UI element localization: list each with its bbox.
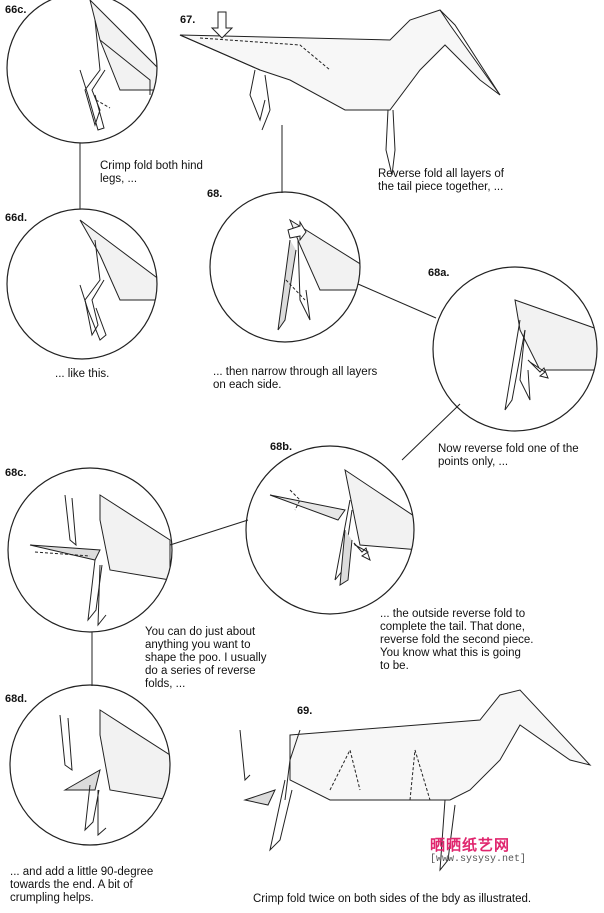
watermark-chinese: 晒晒纸艺网 [430,837,511,854]
step-67-figure [179,9,501,176]
caption-66c: Crimp fold both hind legs, ... [100,160,203,185]
caption-68c: You can do just about anything you want … [145,626,267,690]
arrow-67 [210,11,234,39]
step-66c-figure [79,0,157,131]
step-label-68b: 68b. [270,441,293,453]
step-69-figure [239,689,592,872]
watermark-url: [www.sysysy.net] [430,854,527,865]
caption-68b: ... the outside reverse fold to complete… [380,608,534,672]
caption-68: ... then narrow through all layers on ea… [213,366,378,391]
step-68b-figure [269,468,414,586]
step-label-68c: 68c. [5,467,27,479]
caption-67: Reverse fold all layers of the tail piec… [378,168,504,193]
connector-lines [79,125,461,686]
step-66d-figure [79,219,157,341]
caption-68d: ... and add a little 90-degree towards t… [10,866,154,904]
step-68-figure [277,218,360,331]
step-label-69: 69. [297,705,313,717]
caption-69: Crimp fold twice on both sides of the bd… [253,893,532,905]
step-label-68: 68. [207,188,223,200]
step-label-66c: 66c. [5,4,27,16]
caption-68a: Now reverse fold one of the points only,… [438,443,579,468]
step-label-68a: 68a. [428,267,450,279]
step-label-66d: 66d. [5,212,28,224]
step-68a-figure [504,299,597,411]
step-label-68d: 68d. [5,693,28,705]
step-68c-figure [29,494,171,627]
step-label-67: 67. [180,14,196,26]
caption-66d: ... like this. [55,368,110,380]
step-68d-figure [59,709,170,837]
